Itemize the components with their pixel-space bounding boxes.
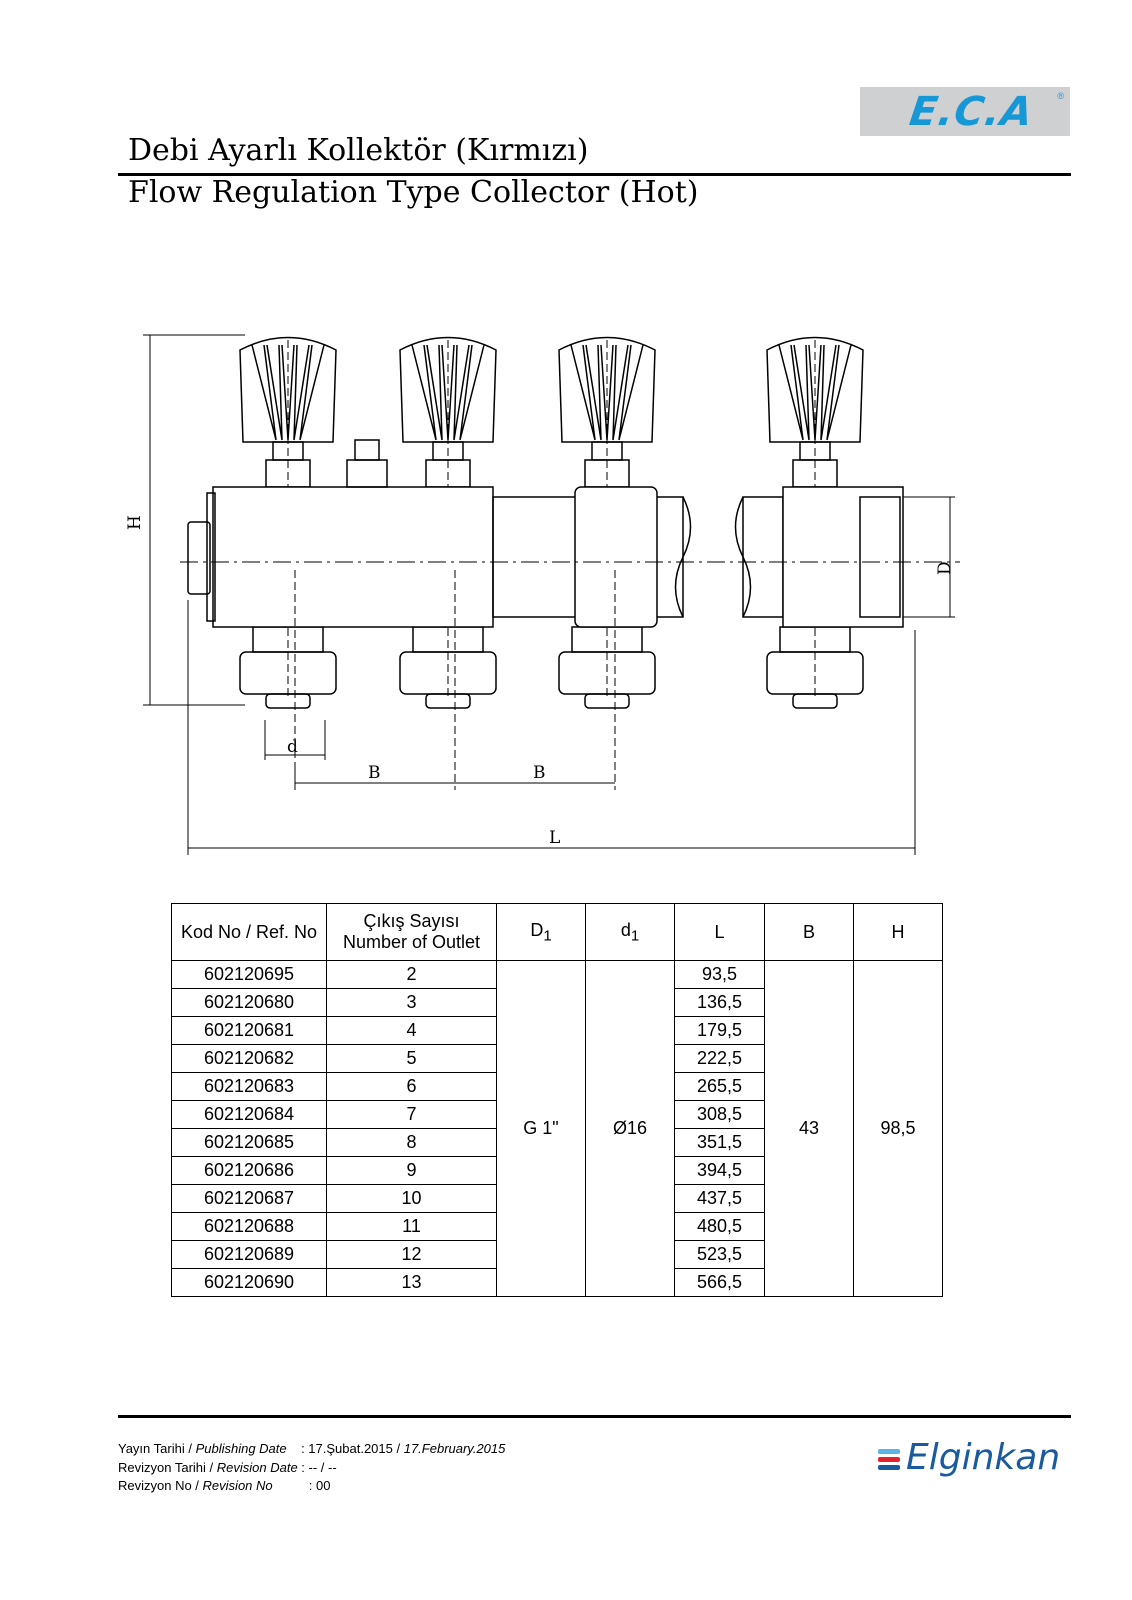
title-divider — [118, 173, 1071, 176]
cell-L: 222,5 — [674, 1044, 765, 1073]
cell-L: 351,5 — [674, 1128, 765, 1157]
cell-outlet: 9 — [326, 1156, 497, 1185]
cell-outlet: 8 — [326, 1128, 497, 1157]
cell-D1: G 1" — [496, 960, 586, 1297]
footer-info: Yayın Tarihi / Publishing Date : 17.Şuba… — [118, 1441, 506, 1493]
col-H: H — [853, 903, 943, 961]
eca-logo: E.C.A® — [860, 87, 1070, 136]
cell-ref: 602120690 — [171, 1268, 327, 1297]
label-L: L — [549, 828, 560, 848]
cell-outlet: 2 — [326, 960, 497, 989]
technical-drawing: H D d B B L — [125, 334, 960, 855]
cell-outlet: 10 — [326, 1184, 497, 1213]
label-d1: d — [287, 737, 298, 757]
col-L: L — [674, 903, 765, 961]
cell-L: 179,5 — [674, 1016, 765, 1045]
cell-ref: 602120689 — [171, 1240, 327, 1269]
cell-H: 98,5 — [853, 960, 943, 1297]
cell-outlet: 12 — [326, 1240, 497, 1269]
cell-ref: 602120684 — [171, 1100, 327, 1129]
cell-L: 265,5 — [674, 1072, 765, 1101]
cell-outlet: 11 — [326, 1212, 497, 1241]
cell-outlet: 5 — [326, 1044, 497, 1073]
end-plug — [187, 521, 211, 595]
cell-L: 308,5 — [674, 1100, 765, 1129]
cell-outlet: 4 — [326, 1016, 497, 1045]
cell-L: 437,5 — [674, 1184, 765, 1213]
label-B1: B — [368, 763, 381, 783]
cell-outlet: 13 — [326, 1268, 497, 1297]
col-B: B — [764, 903, 854, 961]
cell-L: 93,5 — [674, 960, 765, 989]
cell-L: 566,5 — [674, 1268, 765, 1297]
cell-ref: 602120695 — [171, 960, 327, 989]
col-D1: D1 — [496, 903, 586, 961]
collector-body — [212, 486, 494, 628]
label-D1: D — [935, 561, 955, 575]
cell-L: 523,5 — [674, 1240, 765, 1269]
cell-ref: 602120681 — [171, 1016, 327, 1045]
col-d1: d1 — [585, 903, 675, 961]
cell-outlet: 7 — [326, 1100, 497, 1129]
cell-L: 480,5 — [674, 1212, 765, 1241]
cell-B: 43 — [764, 960, 854, 1297]
cell-L: 136,5 — [674, 988, 765, 1017]
cell-ref: 602120687 — [171, 1184, 327, 1213]
cell-d1: Ø16 — [585, 960, 675, 1297]
cell-ref: 602120688 — [171, 1212, 327, 1241]
cell-outlet: 6 — [326, 1072, 497, 1101]
cell-ref: 602120685 — [171, 1128, 327, 1157]
cell-ref: 602120683 — [171, 1072, 327, 1101]
elginkan-logo: Elginkan — [878, 1437, 1060, 1478]
footer-divider — [118, 1415, 1071, 1418]
label-B2: B — [533, 763, 546, 783]
col-ref: Kod No / Ref. No — [171, 903, 327, 961]
cell-ref: 602120682 — [171, 1044, 327, 1073]
title-en: Flow Regulation Type Collector (Hot) — [128, 175, 699, 210]
cell-ref: 602120680 — [171, 988, 327, 1017]
cell-ref: 602120686 — [171, 1156, 327, 1185]
label-H: H — [125, 515, 145, 530]
cell-outlet: 3 — [326, 988, 497, 1017]
valve-knob — [558, 336, 656, 709]
cell-L: 394,5 — [674, 1156, 765, 1185]
title-tr: Debi Ayarlı Kollektör (Kırmızı) — [128, 133, 589, 168]
